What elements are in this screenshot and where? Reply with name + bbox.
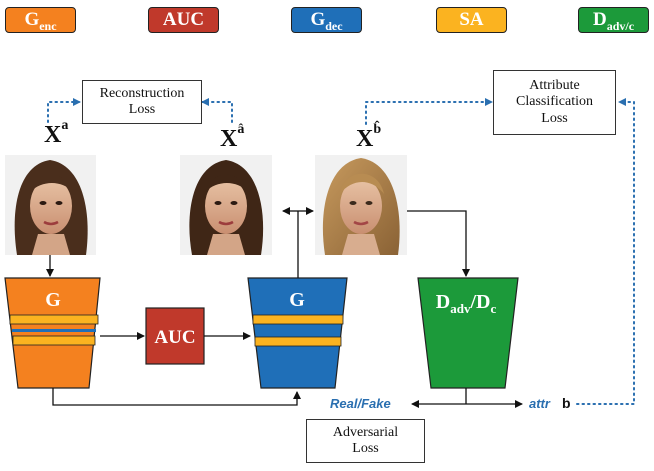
legend-sa: SA (436, 7, 507, 33)
legend-genc-sub: enc (39, 18, 57, 33)
loss-connectors (47, 98, 635, 405)
discriminator-block (417, 277, 519, 389)
auc-block-label: AUC (154, 327, 195, 348)
label-x-a: Xa (44, 118, 68, 149)
decoder-label: G (289, 289, 305, 311)
disc-sub1: adv (450, 301, 471, 316)
legend-dadv-sub: adv/c (606, 18, 635, 33)
legend-genc: Genc (5, 7, 76, 33)
flow-arrows (46, 207, 523, 408)
legend-dadv: Dadv/c (578, 7, 649, 33)
reconstruction-loss-line1: Reconstruction (99, 85, 185, 101)
label-x-a-hat-sup: â (237, 122, 245, 137)
face-image-a (5, 155, 96, 255)
encoder-label: G (45, 289, 61, 311)
disc-main: D (436, 291, 450, 313)
real-fake-label: Real/Fake (330, 396, 391, 411)
label-x-a-main: X (44, 122, 62, 148)
label-x-b-hat-main: X (356, 126, 374, 152)
attribute-loss-line2: Classification (516, 94, 593, 110)
legend-gdec: Gdec (291, 7, 362, 33)
adversarial-loss-line1: Adversarial (332, 424, 399, 440)
attribute-classification-loss-box: Attribute Classification Loss (493, 70, 616, 135)
reconstruction-loss-box: Reconstruction Loss (82, 80, 202, 124)
face-image-a-hat (180, 155, 272, 255)
label-x-b-hat-sup: b̂ (373, 122, 382, 137)
adversarial-loss-box: Adversarial Loss (306, 419, 425, 463)
legend-auc: AUC (148, 7, 219, 33)
reconstruction-loss-line2: Loss (128, 102, 156, 117)
disc-slash: /D (469, 291, 490, 313)
face-image-b-hat (315, 155, 407, 255)
attribute-loss-line3: Loss (541, 110, 568, 126)
label-x-a-hat: Xâ (220, 122, 244, 153)
legend-auc-main: AUC (162, 9, 205, 30)
attribute-loss-line1: Attribute (529, 78, 580, 94)
legend-gdec-sub: dec (325, 18, 343, 33)
label-x-a-sup: a (61, 118, 69, 133)
disc-sub2: c (490, 301, 496, 316)
legend-gdec-main: G (310, 9, 326, 30)
legend-dadv-main: D (592, 9, 607, 30)
decoder-block (247, 277, 348, 389)
legend-sa-main: SA (459, 9, 484, 30)
adversarial-loss-line2: Loss (352, 441, 379, 456)
label-x-b-hat: Xb̂ (356, 122, 381, 153)
attr-b-label: b (562, 395, 571, 411)
label-x-a-hat-main: X (220, 126, 238, 152)
legend-genc-main: G (24, 9, 40, 30)
discriminator-label: Dadv/Dc (436, 291, 497, 316)
attr-label: attr (529, 396, 550, 411)
encoder-block (4, 277, 101, 389)
